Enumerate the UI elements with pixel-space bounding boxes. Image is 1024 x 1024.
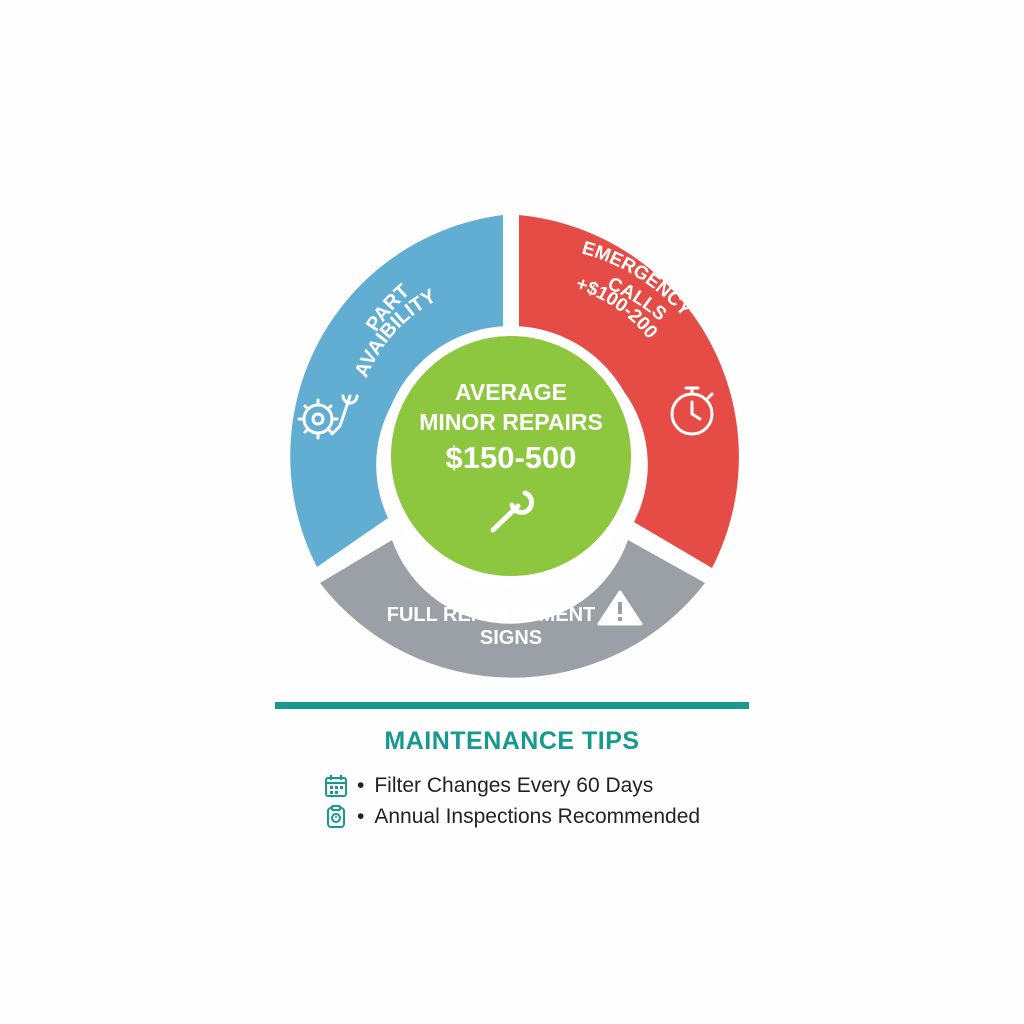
segment-full-replacement (320, 540, 705, 678)
tips-title: MAINTENANCE TIPS (384, 727, 640, 755)
list-item: • Annual Inspections Recommended (323, 801, 749, 832)
center-label-line-1: AVERAGE (455, 379, 567, 405)
center-circle (381, 326, 641, 586)
segment-part-availability (290, 215, 503, 567)
gear-wrench-icon (297, 394, 359, 440)
tip-text: Annual Inspections Recommended (374, 804, 701, 828)
tips-divider (275, 702, 749, 709)
tip-bullet: • (357, 804, 365, 828)
calendar-icon (325, 774, 347, 797)
replacement-label-line-2: SIGNS (480, 627, 542, 649)
warning-icon (597, 590, 643, 626)
tips-list: • Filter Changes Every 60 Days • Annual … (275, 770, 749, 832)
segment-emergency-calls (519, 215, 739, 568)
center-value: $150-500 (445, 440, 576, 475)
tip-text: Filter Changes Every 60 Days (374, 773, 654, 797)
wrench-icon (490, 490, 535, 533)
tip-bullet: • (357, 773, 365, 797)
replacement-label-line-1: FULL REPLACEMENT (387, 604, 596, 626)
stopwatch-icon (670, 386, 714, 436)
inspection-icon (327, 804, 345, 828)
list-item: • Filter Changes Every 60 Days (323, 770, 749, 801)
maintenance-tips: MAINTENANCE TIPS • Filter Changes Every … (275, 702, 749, 832)
center-label-line-2: MINOR REPAIRS (419, 409, 603, 435)
